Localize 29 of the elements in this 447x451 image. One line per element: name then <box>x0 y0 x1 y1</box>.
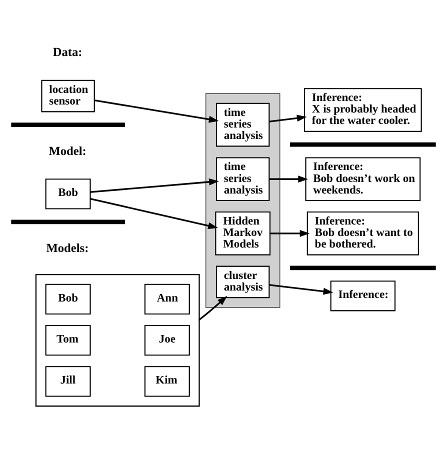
node-box: time series analysis <box>216 156 270 201</box>
arrow <box>90 178 219 192</box>
arrow <box>198 295 228 320</box>
node-box: Kim <box>144 366 190 396</box>
node-box: time series analysis <box>216 102 270 146</box>
arrow <box>94 98 219 122</box>
arrow <box>269 175 308 182</box>
node-box: Bob <box>45 178 91 209</box>
node-box: Inference: <box>330 280 396 311</box>
node-box: Bob <box>45 283 91 314</box>
label: Models: <box>46 240 89 254</box>
label: Data: <box>52 44 82 59</box>
node-box: Joe <box>144 324 190 356</box>
node-box: location sensor <box>41 79 95 112</box>
node-box: Ann <box>144 283 190 314</box>
node-box: Inference: Bob doesn’t want to be bothered. <box>306 210 419 255</box>
cluster <box>205 92 280 308</box>
arrow <box>269 284 334 294</box>
arrow <box>269 114 307 122</box>
node-box: Inference: X is probably headed for the water cooler. <box>304 88 422 132</box>
node-box: Hidden Markov Models <box>215 210 270 255</box>
label: Model: <box>48 143 86 158</box>
node-box: cluster analysis <box>216 265 270 298</box>
arrow <box>270 229 310 236</box>
cluster <box>35 273 200 406</box>
arrow <box>90 198 218 229</box>
node-box: Tom <box>45 324 91 356</box>
node-box: Jill <box>45 366 91 396</box>
node-box: Inference: Bob doesn’t work on weekends. <box>305 156 421 201</box>
